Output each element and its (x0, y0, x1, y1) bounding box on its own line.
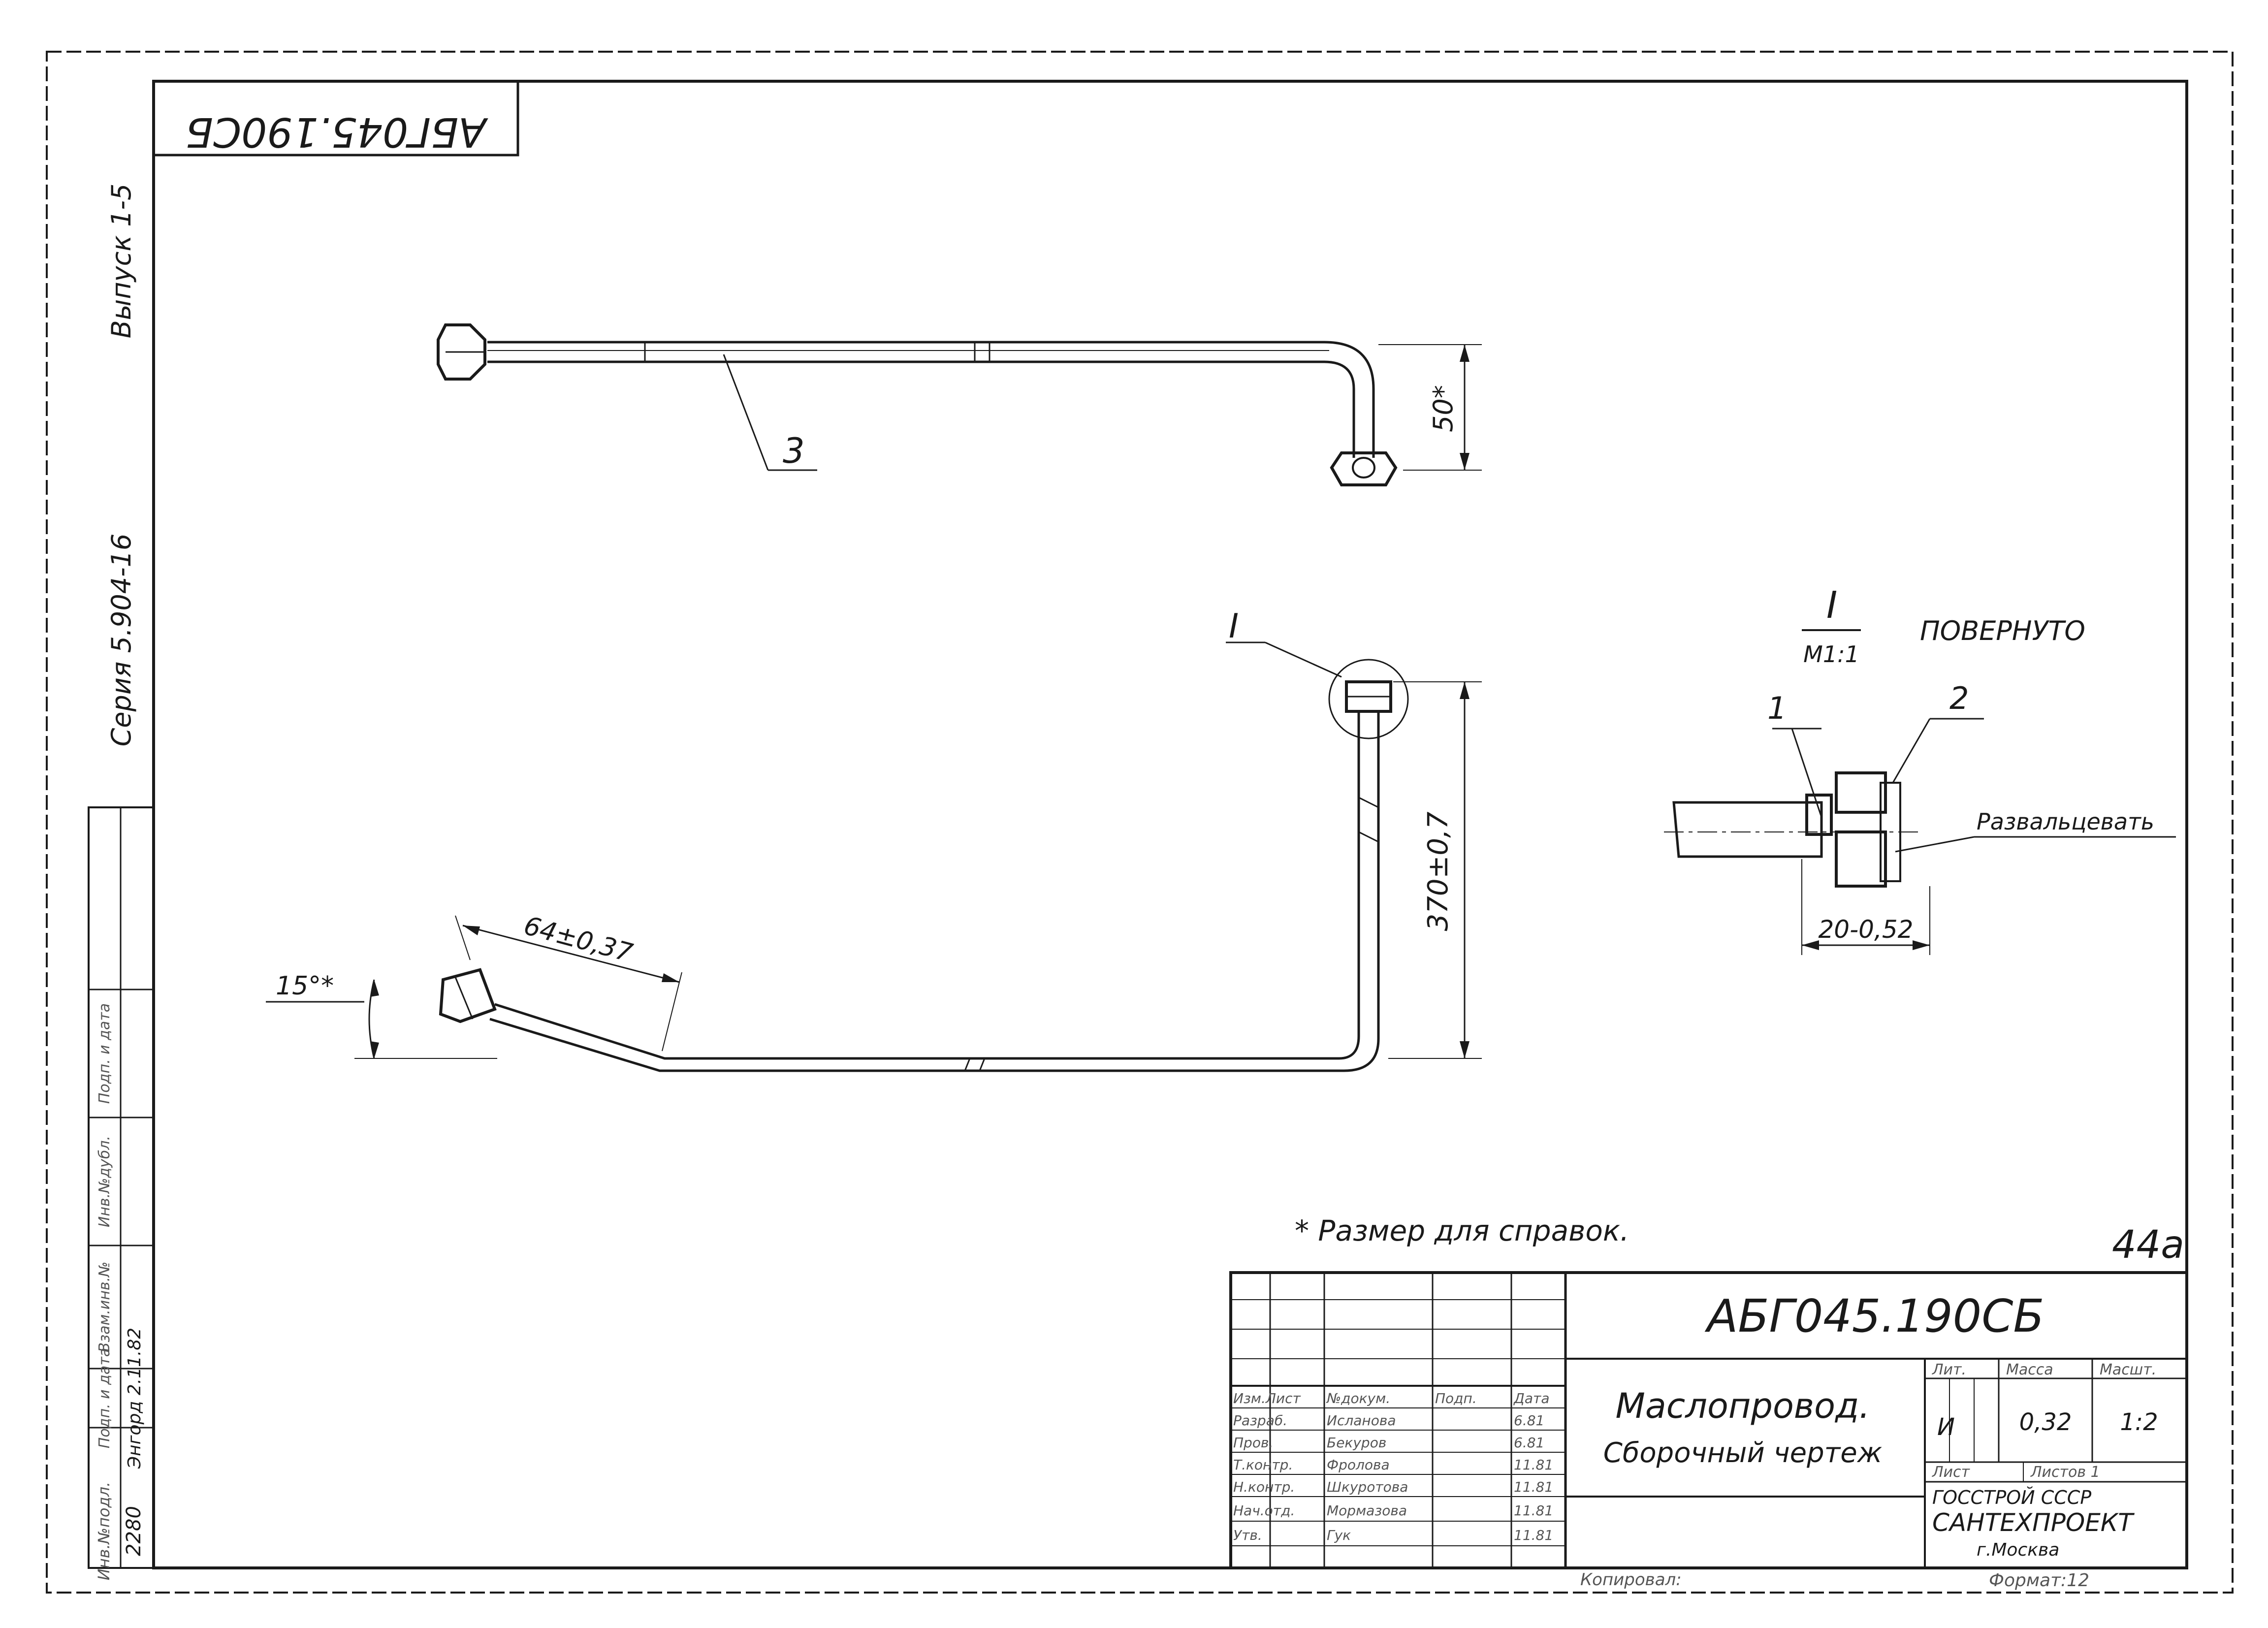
nut-lower-left-icon (439, 968, 497, 1023)
mass-value: 0,32 (2019, 1408, 2072, 1436)
strip-inv-number: 2280 (123, 1506, 145, 1556)
drawing-title: Маслопровод. (1615, 1386, 1870, 1426)
strip-header-sign1: Подп. и дата (96, 1348, 113, 1448)
strip-header-dup: Инв.№дубл. (96, 1136, 113, 1227)
stamp-name: Мормазова (1327, 1502, 1407, 1519)
corner-code: АБГ045.190СБ (186, 108, 489, 155)
stamp-date: 11.81 (1514, 1479, 1553, 1495)
rotated-label: ПОВЕРНУТО (1920, 615, 2085, 646)
org-line-1: ГОССТРОЙ СССР (1932, 1487, 2091, 1508)
pipe-lower-view: I 370±0,7 64±0,37 15°* (266, 606, 1482, 1072)
copied-label: Копировал: (1580, 1570, 1682, 1590)
series-label: Серия 5.904-16 (106, 534, 137, 747)
stamp-role: Т.контр. (1233, 1457, 1293, 1473)
flare-label: Развальцевать (1977, 808, 2154, 835)
stamp-date: 6.81 (1514, 1435, 1544, 1451)
lit-header: Лит. (1932, 1361, 1966, 1378)
position-1-label: 1 (1767, 690, 1787, 726)
corner-code-block: АБГ045.190СБ (152, 80, 519, 157)
scale-header: Масшт. (2100, 1361, 2156, 1378)
dim-15-label: 15°* (276, 971, 334, 1001)
sheet-number: 44а (2112, 1223, 2184, 1267)
stamp-role: Н.контр. (1233, 1479, 1295, 1495)
mass-header: Масса (2006, 1361, 2053, 1378)
detail-scale-label: М1:1 (1803, 641, 1859, 668)
format-label: Формат:12 (1989, 1570, 2089, 1591)
dim-20-label: 20-0,52 (1819, 915, 1914, 944)
drawing-frame (152, 80, 2188, 1569)
stamp-date: 6.81 (1514, 1412, 1544, 1429)
drawing-subtitle: Сборочный чертеж (1603, 1437, 1882, 1469)
pipe-upper-view: 3 50* (437, 323, 1482, 486)
stamp-date: 11.81 (1514, 1502, 1553, 1519)
stamp-date: 11.81 (1514, 1457, 1553, 1473)
detail-view: I М1:1 ПОВЕРНУТО 1 2 Развальцевать 20-0,… (1664, 582, 2176, 955)
trim-line (46, 51, 2234, 1594)
position-3-label: 3 (783, 431, 805, 471)
stamp-date: Дата (1513, 1390, 1550, 1406)
strip-header-replace: Взам.инв.№ (96, 1262, 113, 1353)
detail-title-mark: I (1826, 582, 1837, 626)
lit-value: И (1937, 1413, 1955, 1441)
stamp-name: №докум. (1326, 1390, 1390, 1406)
stamp-role: Нач.отд. (1233, 1502, 1295, 1519)
stamp-name: Фролова (1327, 1457, 1390, 1473)
strip-header-sign2: Подп. и дата (96, 1003, 113, 1104)
sheet-label: Лист (1932, 1464, 1971, 1481)
detail-circle (1328, 659, 1409, 739)
stamp-sign: Подп. (1435, 1390, 1477, 1406)
title-block: Изм.Лист №докум. Подп. Дата Разраб. Исла… (1229, 1271, 2188, 1569)
dim-64-label: 64±0,37 (521, 911, 636, 968)
stamp-role: Изм.Лист (1233, 1390, 1301, 1406)
stamp-role: Разраб. (1233, 1412, 1287, 1429)
scale-value: 1:2 (2120, 1408, 2158, 1436)
sheets-label: Листов 1 (2030, 1464, 2100, 1481)
stamp-name: Шкуротова (1327, 1479, 1408, 1495)
dim-370-label: 370±0,7 (1422, 811, 1454, 931)
strip-header-inv: Инв.№подл. (95, 1482, 113, 1580)
detail-mark-label: I (1228, 606, 1238, 645)
strip-sign-date: Энгорд 2.11.82 (125, 1328, 145, 1469)
nut-bottom-icon (1330, 451, 1398, 486)
org-line-2: САНТЕХПРОЕКТ (1932, 1508, 2135, 1537)
stamp-name: Бекуров (1327, 1435, 1386, 1451)
stamp-rows: Изм.Лист №докум. Подп. Дата Разраб. Исла… (1233, 1390, 1553, 1543)
nut-left-icon (437, 323, 486, 381)
org-line-3: г.Москва (1977, 1540, 2059, 1560)
dim-50-label: 50* (1428, 385, 1459, 432)
stamp-role: Утв. (1233, 1527, 1262, 1543)
left-stamp-strip: Инв.№подл. Подп. и дата Взам.инв.№ Инв.№… (88, 806, 155, 1580)
stamp-name: Исланова (1327, 1412, 1396, 1429)
issue-label: Выпуск 1-5 (106, 184, 137, 339)
drawing-code: АБГ045.190СБ (1704, 1290, 2044, 1342)
stamp-name: Гук (1327, 1527, 1351, 1543)
reference-note: * Размер для справок. (1295, 1214, 1629, 1247)
position-2-label: 2 (1949, 680, 1969, 716)
stamp-date: 11.81 (1514, 1527, 1553, 1543)
stamp-role: Пров. (1233, 1435, 1273, 1451)
